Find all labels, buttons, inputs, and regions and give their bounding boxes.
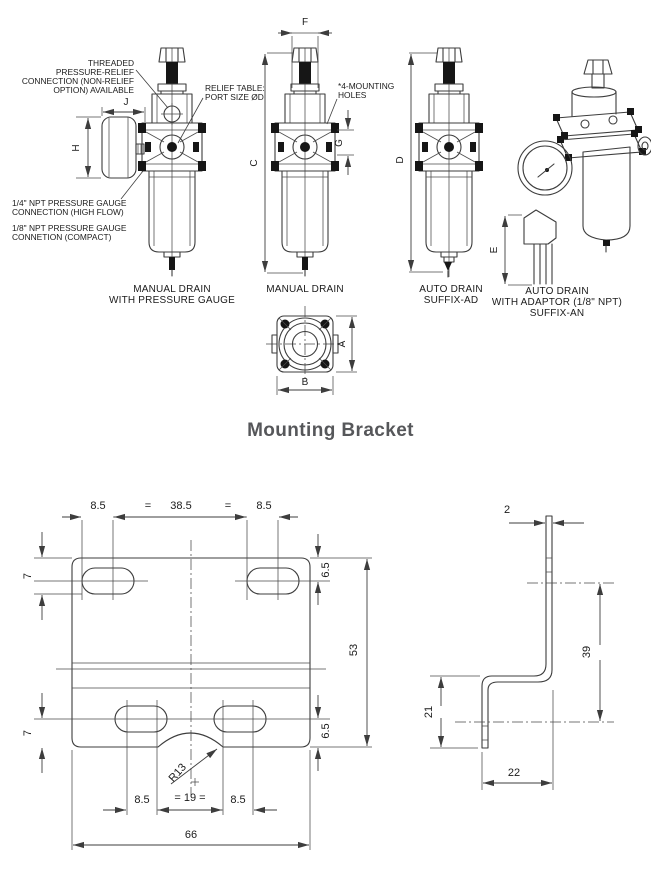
callout-line: 1/8" NPT PRESSURE GAUGE [12,223,127,233]
dim-height-39: 39 [581,584,604,721]
equal-spacing-mark: = [145,500,151,512]
dim-label-G: G [334,139,345,147]
dim-label-A: A [337,340,348,347]
filter-bowl [148,170,196,253]
callout-line: RELIEF TABLE: [205,83,265,93]
dim-B: B [276,376,334,395]
callout-line: 1/4" NPT PRESSURE GAUGE [12,198,127,208]
dim-label-J: J [124,97,129,108]
dim-66: 66 [185,829,197,841]
caption-view3-line1: AUTO DRAIN [419,284,483,295]
dim-19: = 19 = [174,792,205,804]
dim-G: G [334,110,354,175]
dim-8.5-top-right: 8.5 [256,500,271,512]
dim-J: J [101,97,146,122]
view-auto-drain-adaptor-iso: E [489,59,651,286]
dim-6.5-bottom: 6.5 [320,723,332,738]
bracket-radius-dim: R13 [167,748,218,786]
caption-view1-line2: WITH PRESSURE GAUGE [109,295,235,306]
dim-R13: R13 [167,761,189,784]
caption-view2-line1: MANUAL DRAIN [266,284,344,295]
dim-7-top: 7 [22,573,34,579]
dim-label-B: B [302,377,309,388]
callout-line: CONNECTION (NON-RELIEF [22,76,134,86]
dim-53: 53 [348,644,360,656]
callout-relief-table: RELIEF TABLE: PORT SIZE ØD [205,83,265,102]
caption-view4-line1: AUTO DRAIN [525,286,589,297]
callout-gauge-high-flow: 1/4" NPT PRESSURE GAUGE CONNECTION (HIGH… [12,198,127,217]
caption-view4-line3: SUFFIX-AN [530,308,585,319]
drain-adaptor [523,209,557,285]
view-bottom-port-face: A B [266,306,357,395]
dim-thickness-2: 2 [504,504,584,527]
dim-7-bottom: 7 [22,730,34,736]
view-auto-drain: D [395,47,483,278]
dim-F: F [278,17,332,88]
callout-line: CONNETION (COMPACT) [12,232,112,242]
dim-C: C [249,52,303,274]
caption-view3-line2: SUFFIX-AD [424,295,479,306]
iso-filter-bowl [582,146,631,241]
view-manual-drain: F C G [249,17,354,277]
dim-E: E [489,214,532,286]
dim-22: 22 [508,767,520,779]
dim-6.5-top: 6.5 [320,562,332,577]
bracket-right-dims: 6.5 53 6.5 [310,534,372,771]
dim-D: D [395,52,443,273]
dim-2: 2 [504,504,510,516]
callout-threaded-relief: THREADED PRESSURE-RELIEF CONNECTION (NON… [22,58,135,95]
callout-gauge-compact: 1/8" NPT PRESSURE GAUGE CONNETION (COMPA… [12,223,127,242]
callout-mounting-holes: *4-MOUNTING HOLES [338,81,394,100]
callout-line: THREADED [88,58,134,68]
dim-label-E: E [489,246,500,253]
bracket-front-view: 8.5 = 38.5 = 8.5 7 7 6.5 53 6.5 [22,500,372,850]
dim-8.5-bottom-left: 8.5 [134,794,149,806]
bracket-bottom-dims: 8.5 = 19 = 8.5 66 [71,750,311,850]
caption-view4-line2: WITH ADAPTOR (1/8" NPT) [492,297,622,308]
bracket-side-view: 2 39 21 22 [423,504,614,790]
dim-38.5: 38.5 [170,500,191,512]
callout-line: PORT SIZE ØD [205,92,264,102]
dim-8.5-top-left: 8.5 [90,500,105,512]
bracket-left-dims: 7 7 [22,532,82,773]
callout-line: CONNECTION (HIGH FLOW) [12,207,124,217]
callout-line: *4-MOUNTING [338,81,394,91]
dim-label-C: C [249,159,260,166]
view-manual-drain-with-gauge: J H [71,47,206,277]
bracket-top-dims: 8.5 = 38.5 = 8.5 [62,500,298,521]
callout-line: HOLES [338,90,367,100]
bracket-plate-outline [71,557,311,748]
dim-A: A [336,315,357,373]
dim-label-D: D [395,156,406,163]
dim-depth-22: 22 [481,690,554,790]
mounting-bracket-title: Mounting Bracket [247,420,414,441]
equal-spacing-mark: = [225,500,231,512]
iso-pressure-gauge [517,140,573,196]
pressure-gauge [101,116,145,179]
dim-39: 39 [581,646,593,658]
dim-8.5-bottom-right: 8.5 [230,794,245,806]
dim-label-H: H [71,144,82,151]
dim-21: 21 [423,706,435,718]
callout-line: PRESSURE-RELIEF [56,67,134,77]
view-captions: MANUAL DRAIN WITH PRESSURE GAUGE MANUAL … [109,284,622,319]
dim-leg-21: 21 [423,675,480,749]
adjust-stem [166,62,178,84]
bracket-profile-outline [481,515,553,749]
caption-view1-line1: MANUAL DRAIN [133,284,211,295]
dim-H: H [71,116,101,179]
dim-label-F: F [302,17,308,28]
callout-line: OPTION) AVAILABLE [53,85,134,95]
